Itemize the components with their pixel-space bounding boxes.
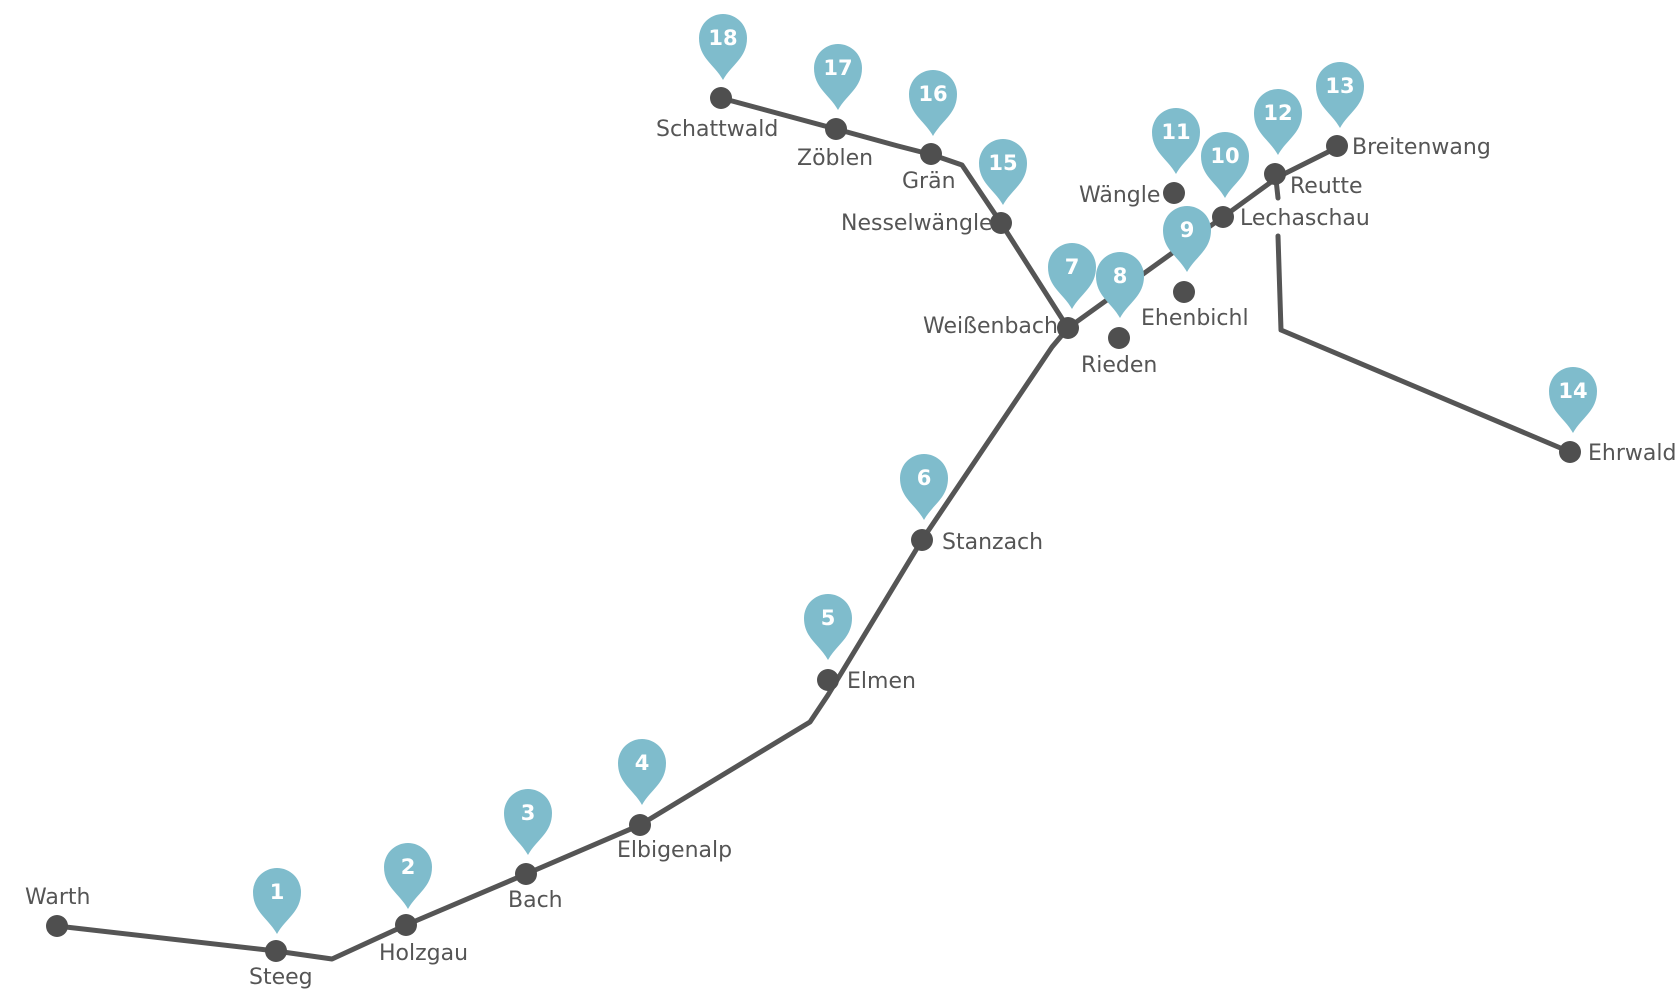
stop-bach[interactable] — [515, 863, 537, 885]
pin-number: 3 — [521, 801, 536, 825]
label-nesselwaengle: Nesselwängle — [841, 211, 993, 236]
pin-number: 1 — [270, 880, 285, 904]
stop-weissenbach[interactable] — [1057, 317, 1079, 339]
label-warth: Warth — [25, 885, 90, 910]
pin-number: 18 — [708, 26, 737, 50]
location-pin-icon[interactable]: 17 — [814, 44, 862, 110]
pin-number: 7 — [1065, 255, 1080, 279]
pin-number: 11 — [1161, 120, 1190, 144]
label-holzgau: Holzgau — [379, 941, 468, 966]
label-lechaschau: Lechaschau — [1240, 206, 1370, 231]
pin-number: 8 — [1113, 264, 1128, 288]
label-schattwald: Schattwald — [656, 117, 778, 142]
label-weissenbach: Weißenbach — [923, 314, 1058, 339]
label-ehrwald: Ehrwald — [1588, 441, 1676, 466]
location-pin-icon[interactable]: 7 — [1048, 243, 1096, 309]
stops — [46, 87, 1581, 962]
stop-rieden[interactable] — [1108, 327, 1130, 349]
location-pin-icon[interactable]: 18 — [699, 14, 747, 80]
pin-number: 9 — [1180, 218, 1195, 242]
location-pin-icon[interactable]: 13 — [1316, 62, 1364, 128]
label-waengle: Wängle — [1079, 183, 1160, 208]
location-pin-icon[interactable]: 3 — [504, 789, 552, 855]
location-pin-icon[interactable]: 14 — [1549, 367, 1597, 433]
stop-reutte[interactable] — [1264, 163, 1286, 185]
location-pin-icon[interactable]: 12 — [1254, 89, 1302, 155]
label-breitenwang: Breitenwang — [1352, 135, 1491, 160]
pin-number: 17 — [823, 56, 852, 80]
label-zoeblen: Zöblen — [797, 146, 873, 171]
stop-elbigenalp[interactable] — [629, 814, 651, 836]
label-rieden: Rieden — [1081, 353, 1157, 378]
location-pin-icon[interactable]: 6 — [900, 454, 948, 520]
label-elmen: Elmen — [847, 669, 916, 694]
stop-ehenbichl[interactable] — [1173, 281, 1195, 303]
pin-number: 14 — [1558, 379, 1587, 403]
stop-elmen[interactable] — [817, 669, 839, 691]
stop-breitenwang[interactable] — [1326, 135, 1348, 157]
stop-warth[interactable] — [46, 915, 68, 937]
location-pin-icon[interactable]: 15 — [979, 139, 1027, 205]
location-pin-icon[interactable]: 5 — [804, 594, 852, 660]
label-ehenbichl: Ehenbichl — [1141, 306, 1249, 331]
stop-nesselwaengle[interactable] — [990, 212, 1012, 234]
pin-number: 4 — [635, 751, 650, 775]
location-pin-icon[interactable]: 1 — [253, 868, 301, 934]
location-pin-icon[interactable]: 4 — [618, 739, 666, 805]
pin-number: 15 — [988, 151, 1017, 175]
label-steeg: Steeg — [249, 965, 313, 990]
location-pin-icon[interactable]: 2 — [384, 843, 432, 909]
location-pins: 1 2 3 4 5 6 7 8 — [253, 14, 1597, 934]
location-pin-icon[interactable]: 8 — [1096, 252, 1144, 318]
location-pin-icon[interactable]: 11 — [1152, 108, 1200, 174]
pin-number: 13 — [1325, 74, 1354, 98]
stop-lechaschau[interactable] — [1212, 206, 1234, 228]
pin-number: 16 — [918, 82, 947, 106]
label-bach: Bach — [508, 888, 563, 913]
stop-waengle[interactable] — [1163, 182, 1185, 204]
location-pin-icon[interactable]: 9 — [1163, 206, 1211, 272]
label-elbigenalp: Elbigenalp — [617, 838, 732, 863]
label-graen: Grän — [902, 169, 956, 194]
stop-ehrwald[interactable] — [1559, 441, 1581, 463]
label-stanzach: Stanzach — [942, 530, 1043, 555]
stop-zoeblen[interactable] — [825, 118, 847, 140]
stop-schattwald[interactable] — [710, 87, 732, 109]
stop-graen[interactable] — [920, 143, 942, 165]
place-labels: Warth Steeg Holzgau Bach Elbigenalp Elme… — [25, 117, 1676, 990]
pin-number: 2 — [401, 855, 416, 879]
stop-steeg[interactable] — [265, 940, 287, 962]
stop-holzgau[interactable] — [395, 914, 417, 936]
stop-stanzach[interactable] — [911, 529, 933, 551]
pin-number: 12 — [1263, 101, 1292, 125]
label-reutte: Reutte — [1290, 174, 1363, 199]
pin-number: 5 — [821, 606, 836, 630]
pin-number: 6 — [917, 466, 932, 490]
ehrwald-route-line — [1275, 233, 1573, 455]
location-pin-icon[interactable]: 16 — [909, 70, 957, 136]
location-pin-icon[interactable]: 10 — [1201, 132, 1249, 198]
pin-number: 10 — [1210, 144, 1239, 168]
